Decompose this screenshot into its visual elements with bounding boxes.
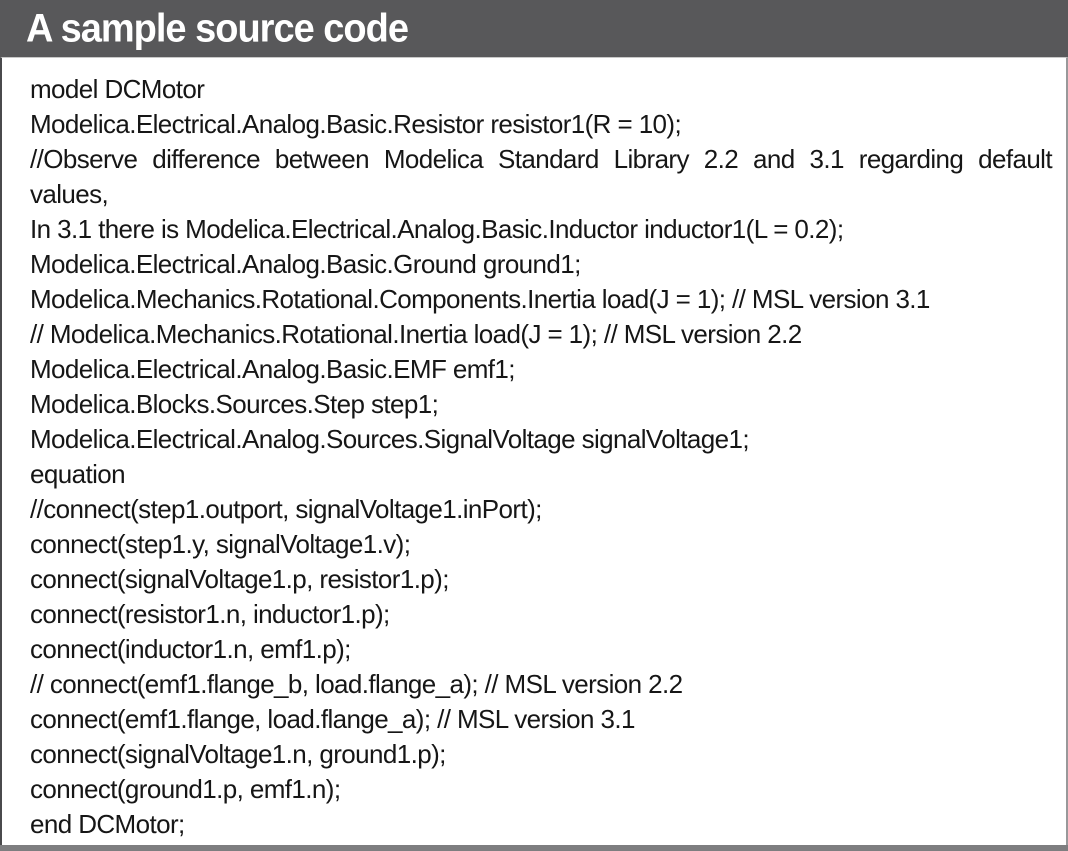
code-line: connect(signalVoltage1.p, resistor1.p); <box>30 564 449 594</box>
code-line: end DCMotor; <box>30 809 185 839</box>
code-line: model DCMotor <box>30 74 205 104</box>
code-line: Modelica.Electrical.Analog.Sources.Signa… <box>30 424 750 454</box>
code-line: values, <box>30 179 109 209</box>
code-line: Modelica.Mechanics.Rotational.Components… <box>30 284 930 314</box>
code-line: connect(signalVoltage1.n, ground1.p); <box>30 739 446 769</box>
code-line: connect(inductor1.n, emf1.p); <box>30 634 351 664</box>
code-line: Modelica.Electrical.Analog.Basic.Ground … <box>30 249 581 279</box>
code-line: connect(step1.y, signalVoltage1.v); <box>30 529 411 559</box>
code-line: Modelica.Blocks.Sources.Step step1; <box>30 389 439 419</box>
code-line: connect(emf1.flange, load.flange_a); // … <box>30 704 635 734</box>
code-line: connect(ground1.p, emf1.n); <box>30 774 341 804</box>
code-line: //Observe difference between Modelica St… <box>30 144 1053 174</box>
bottom-bar <box>0 845 1068 851</box>
listing-title: A sample source code <box>26 6 409 51</box>
code-line: Modelica.Electrical.Analog.Basic.Resisto… <box>30 109 682 139</box>
listing-header: A sample source code <box>0 0 1068 57</box>
code-line: connect(resistor1.n, inductor1.p); <box>30 599 390 629</box>
code-line: In 3.1 there is Modelica.Electrical.Anal… <box>30 214 844 244</box>
code-line: Modelica.Electrical.Analog.Basic.EMF emf… <box>30 354 515 384</box>
code-line: // connect(emf1.flange_b, load.flange_a)… <box>30 669 683 699</box>
code-line: //connect(step1.outport, signalVoltage1.… <box>30 494 542 524</box>
code-line: equation <box>30 459 126 489</box>
code-line: // Modelica.Mechanics.Rotational.Inertia… <box>30 319 802 349</box>
